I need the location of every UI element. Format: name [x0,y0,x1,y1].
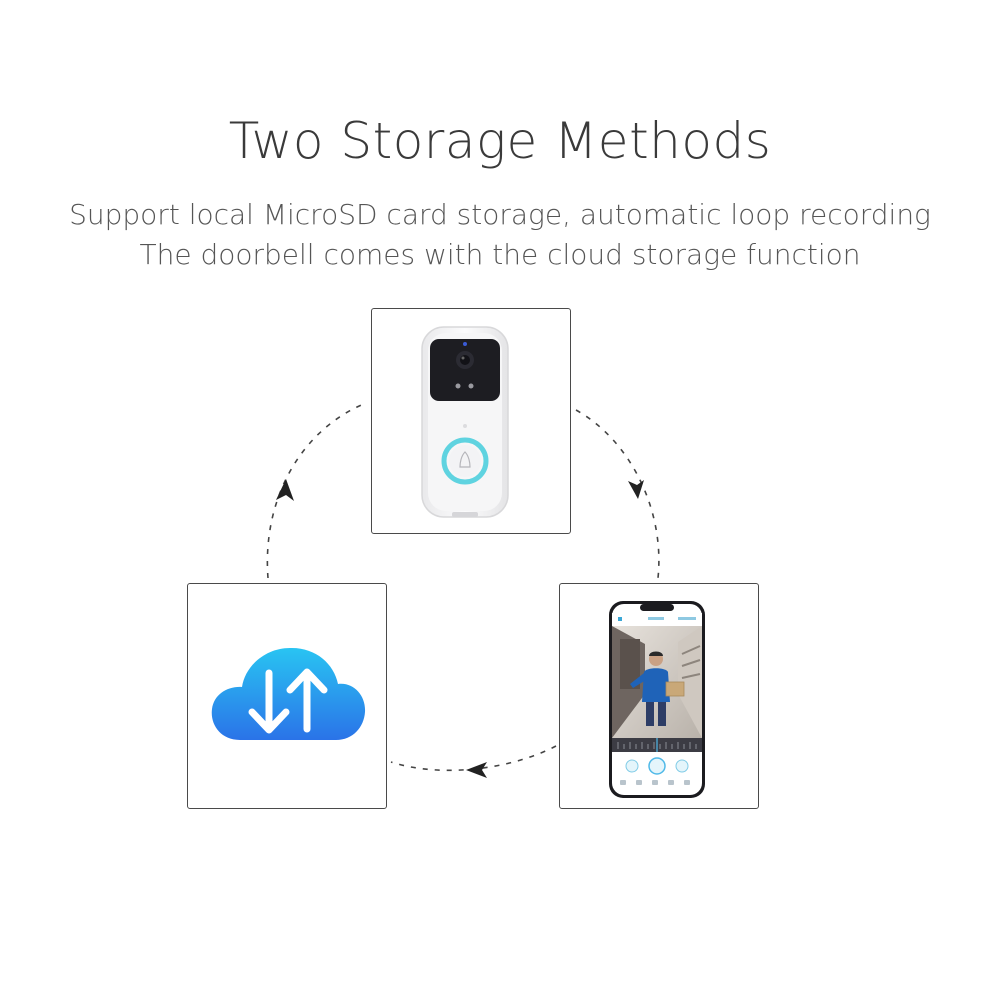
video-doorbell-icon [421,326,509,518]
cloud-sync-icon [211,647,366,740]
cloud-card [187,583,387,809]
flow-arc-right [575,409,660,579]
arrow-down-icon [628,480,644,499]
arrow-left-icon [466,762,487,778]
flow-arc-left [266,402,367,579]
phone-card [559,583,759,809]
subtitle-line-2: The doorbell comes with the cloud storag… [139,238,861,271]
subtitle-line-1: Support local MicroSD card storage, auto… [69,198,931,231]
doorbell-card [371,308,571,534]
page-title: Two Storage Methods [228,112,772,170]
arrow-up-icon [276,479,294,501]
flow-arc-bottom [390,745,557,772]
smartphone-app-icon [609,601,705,798]
